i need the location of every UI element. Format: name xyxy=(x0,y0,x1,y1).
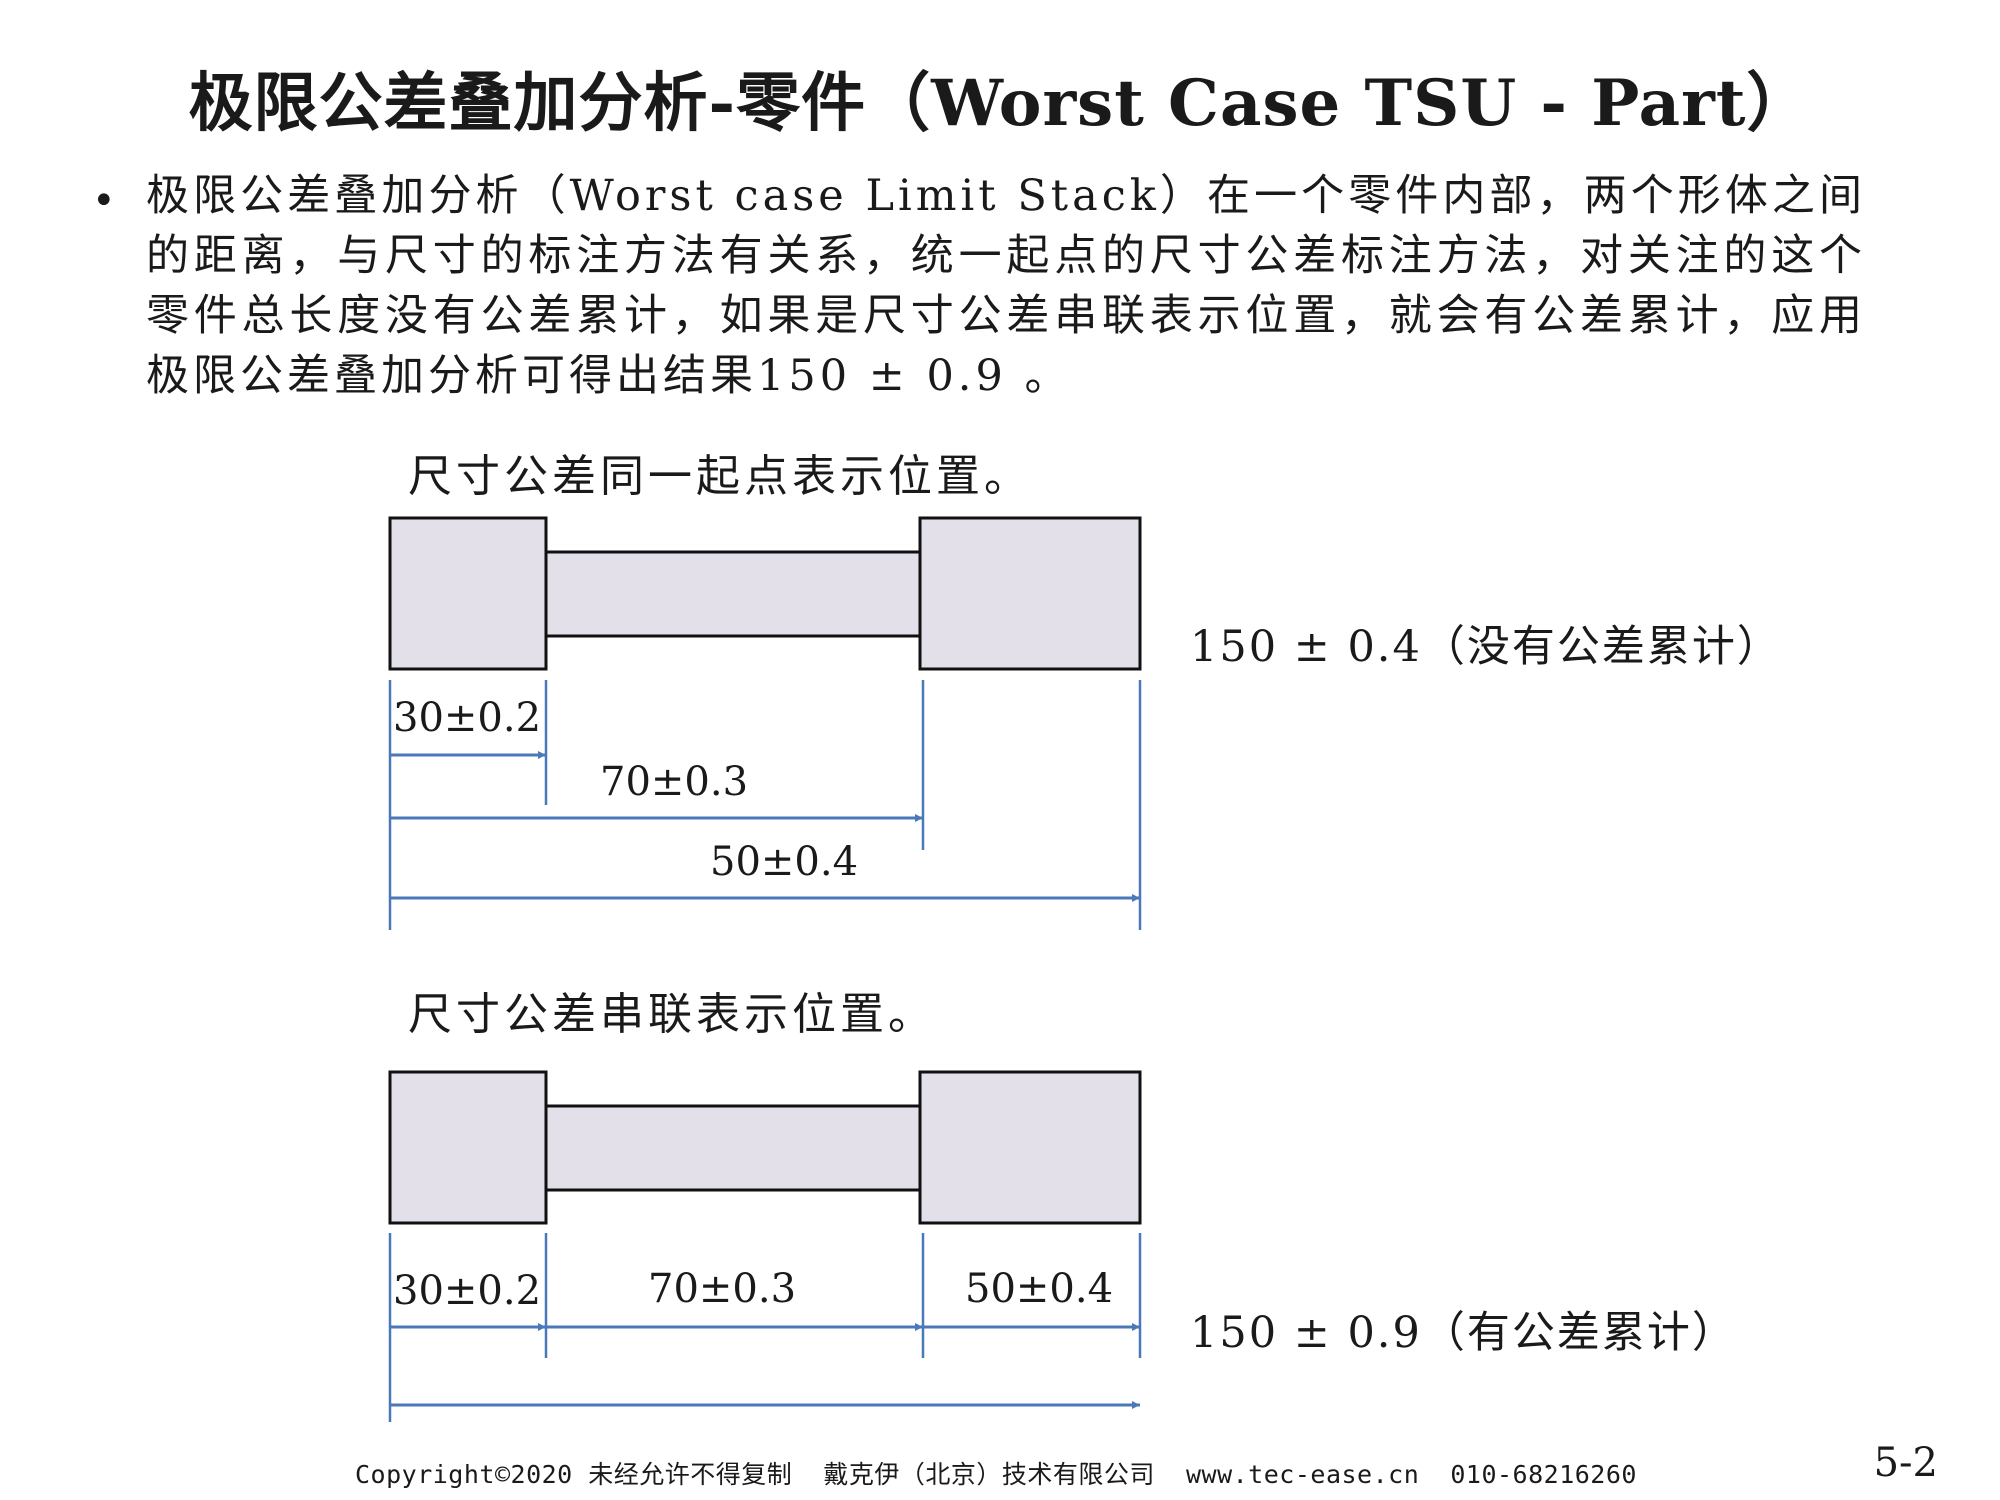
diagram2-extension-lines xyxy=(388,1233,1142,1422)
diagram1-label-30: 30±0.2 xyxy=(393,695,541,741)
bullet-marker: • xyxy=(92,178,116,224)
diagram2-result: 150 ± 0.9（有公差累计） xyxy=(1190,1308,1737,1358)
page-number: 5-2 xyxy=(1873,1440,1938,1486)
diagram2-left-block xyxy=(388,1070,548,1225)
diagram2-shaft xyxy=(544,1104,922,1192)
diagram1-part xyxy=(388,516,1142,671)
diagram1-right-block xyxy=(918,516,1142,671)
copyright-footer: Copyright©2020 未经允许不得复制 戴克伊（北京）技术有限公司 ww… xyxy=(355,1460,1637,1489)
diagram1-label-70: 70±0.3 xyxy=(600,759,748,805)
diagram1-extension-lines xyxy=(388,680,1142,930)
diagram2-right-block xyxy=(918,1070,1142,1225)
bullet-paragraph: 极限公差叠加分析（Worst case Limit Stack）在一个零件内部，… xyxy=(146,171,1866,401)
diagram2-part xyxy=(388,1070,1142,1225)
diagram1-label-50: 50±0.4 xyxy=(710,839,858,885)
diagram2-dimension-lines xyxy=(390,1323,1140,1409)
diagram1-caption: 尺寸公差同一起点表示位置。 xyxy=(408,451,1032,502)
diagram1-shaft xyxy=(544,550,922,638)
diagram2-caption: 尺寸公差串联表示位置。 xyxy=(408,989,936,1040)
diagram1-result: 150 ± 0.4（没有公差累计） xyxy=(1190,622,1782,672)
page-title: 极限公差叠加分析-零件（Worst Case TSU - Part） xyxy=(188,66,1812,141)
diagram1-dimension-lines xyxy=(390,751,1140,902)
diagram2-label-50: 50±0.4 xyxy=(965,1266,1113,1312)
diagram1-left-block xyxy=(388,516,548,671)
diagram2-label-30: 30±0.2 xyxy=(393,1268,541,1314)
diagram2-label-70: 70±0.3 xyxy=(648,1266,796,1312)
